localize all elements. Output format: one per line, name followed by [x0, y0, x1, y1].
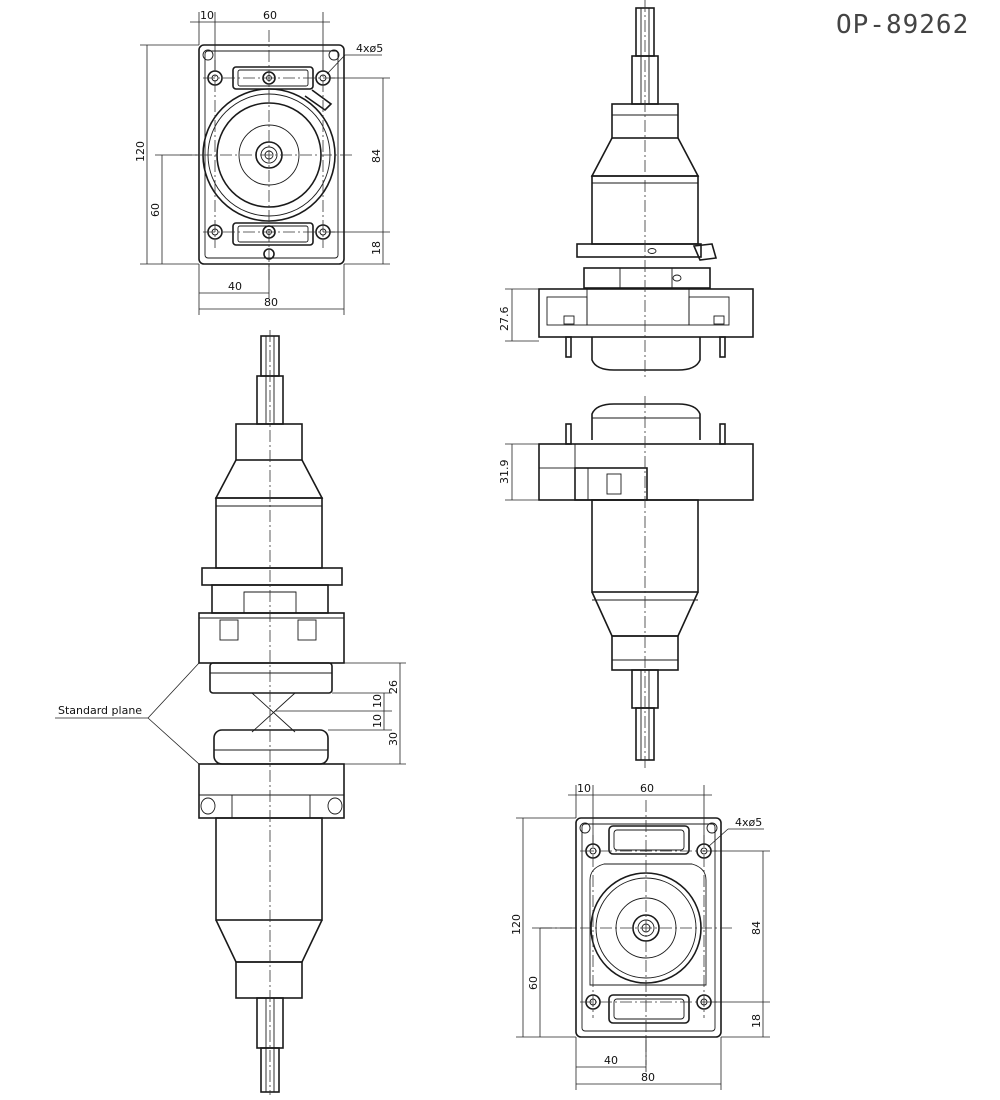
- bottom-view-dim-60-top: 60: [640, 782, 654, 795]
- top-view-dim-18: 18: [370, 241, 383, 255]
- front-view-dim-26: 26: [387, 680, 400, 694]
- bottom-view-dim-40: 40: [604, 1054, 618, 1067]
- front-view-dim-10b: 10: [371, 714, 384, 728]
- bottom-view-dim-60-left: 60: [527, 976, 540, 990]
- top-view-dim-80: 80: [264, 296, 278, 309]
- bottom-view-dim-84: 84: [750, 921, 763, 935]
- bottom-view-hole-note: 4xø5: [735, 816, 762, 829]
- side-view-lower: 31.9: [498, 396, 754, 770]
- top-view-dim-60-top: 60: [263, 9, 277, 22]
- drawing-code: OP-89262: [836, 10, 969, 40]
- top-view: 10 60 4xø5 120 60 84 18 40 80: [134, 9, 390, 315]
- top-view-dim-10: 10: [200, 9, 214, 22]
- top-view-dim-40: 40: [228, 280, 242, 293]
- top-view-hole-note: 4xø5: [356, 42, 383, 55]
- bottom-view-dim-80: 80: [641, 1071, 655, 1084]
- front-view-dim-10a: 10: [371, 694, 384, 708]
- top-view-dim-84: 84: [370, 149, 383, 163]
- top-view-dim-120: 120: [134, 141, 147, 162]
- top-view-dim-60-left: 60: [149, 203, 162, 217]
- bottom-view-dim-18: 18: [750, 1014, 763, 1028]
- front-view: Standard plane 26 10 10 30: [55, 330, 406, 1095]
- bottom-view: 10 60 4xø5 120 60 84 18 40 80: [510, 782, 770, 1090]
- front-view-dim-30: 30: [387, 732, 400, 746]
- side-lower-dim-31-9: 31.9: [498, 460, 511, 485]
- bottom-view-dim-120: 120: [510, 914, 523, 935]
- side-view-upper: 27.6: [498, 0, 754, 380]
- bottom-view-dim-10: 10: [577, 782, 591, 795]
- side-upper-dim-27-6: 27.6: [498, 307, 511, 332]
- label-standard-plane: Standard plane: [58, 704, 142, 717]
